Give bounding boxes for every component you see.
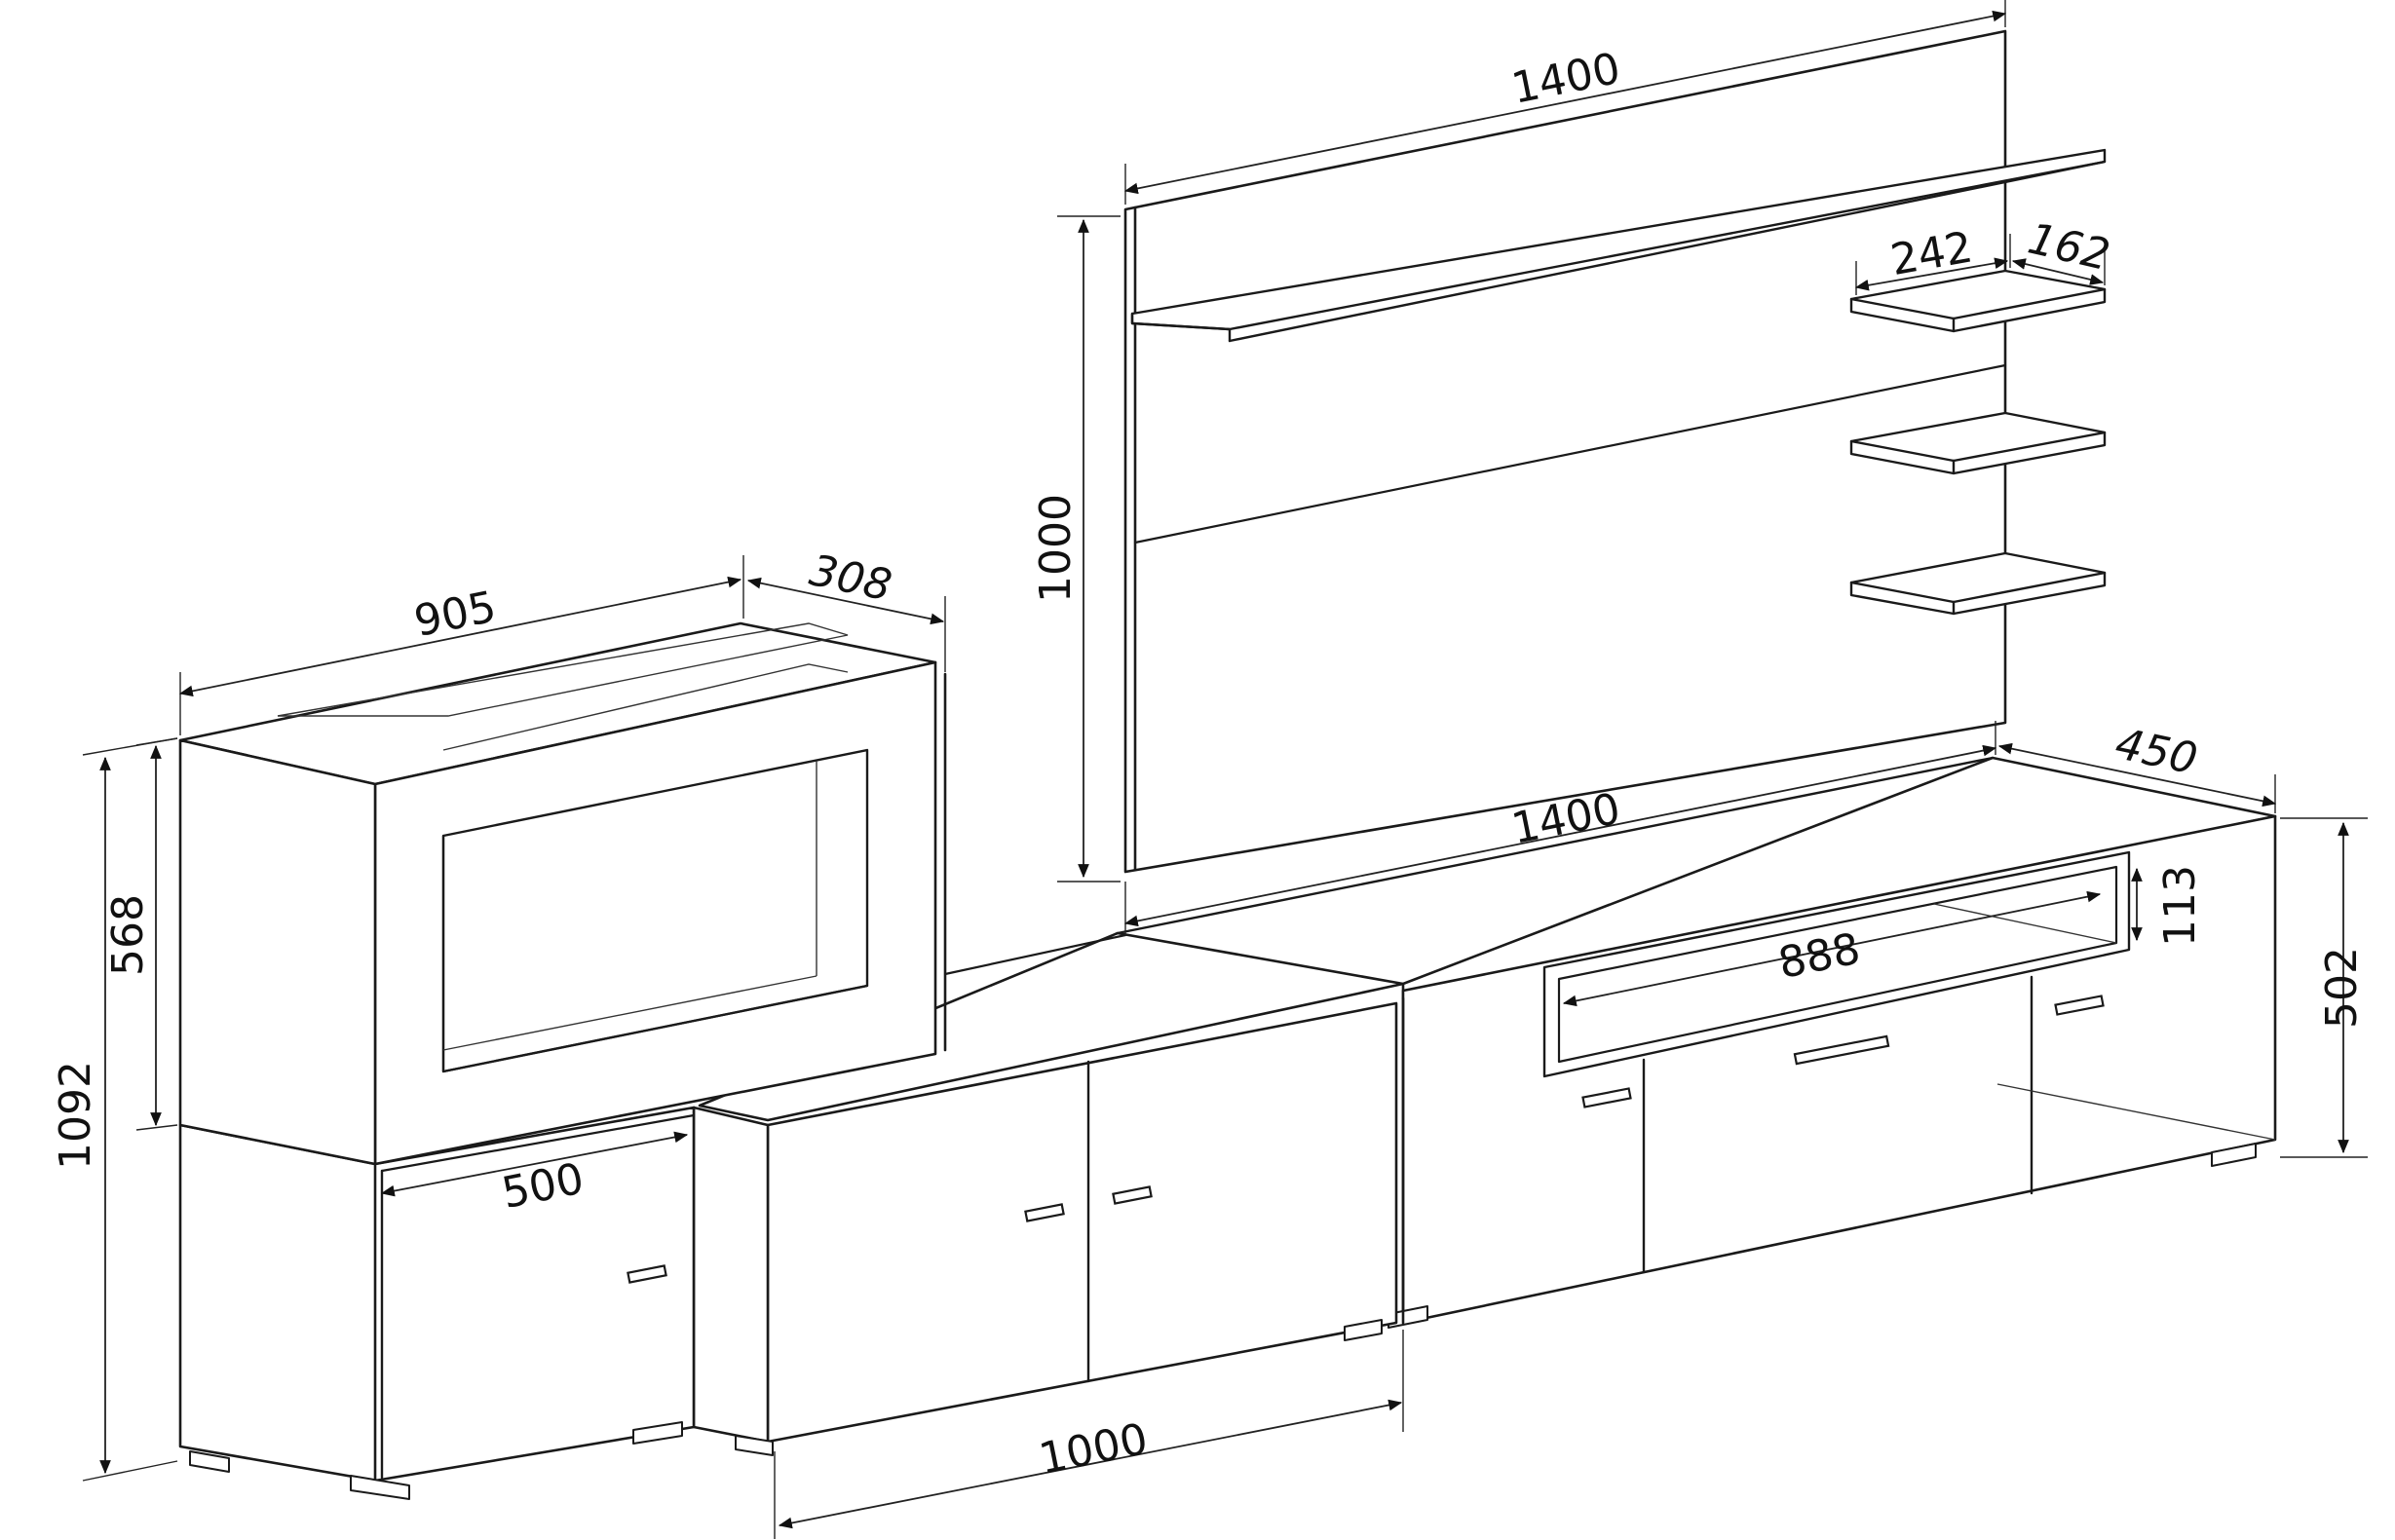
drawer-handle <box>1581 1087 1632 1108</box>
dim-label-wall-unit-height: 568 <box>103 894 153 976</box>
door-handle <box>1024 1203 1065 1222</box>
dim-label-wall-unit-depth: 308 <box>806 545 896 611</box>
left-cabinet <box>178 1106 696 1500</box>
sideboard <box>692 931 1405 1456</box>
small-shelf-3 <box>1849 551 2107 616</box>
dim-label-top-panel-width: 1400 <box>1507 44 1624 114</box>
wall-unit <box>178 621 1127 1166</box>
door-handle <box>627 1264 667 1284</box>
dim-label-total-height: 1092 <box>51 1061 100 1170</box>
dim-label-tv-unit-height: 502 <box>2317 947 2367 1029</box>
drawer-handle <box>1793 1034 1890 1066</box>
dim-label-sideboard-width: 1000 <box>1035 1414 1152 1484</box>
dim-label-niche-height: 113 <box>2155 865 2205 947</box>
dim-label-shelf-depth: 162 <box>2024 214 2114 282</box>
door-handle <box>1112 1185 1153 1205</box>
dim-label-panel-height: 1000 <box>1031 494 1081 603</box>
dimension-lines <box>82 0 2368 1539</box>
dim-label-wall-unit-width: 905 <box>410 582 500 647</box>
small-shelf-2 <box>1849 411 2107 475</box>
dim-label-tv-unit-depth: 450 <box>2111 719 2202 784</box>
